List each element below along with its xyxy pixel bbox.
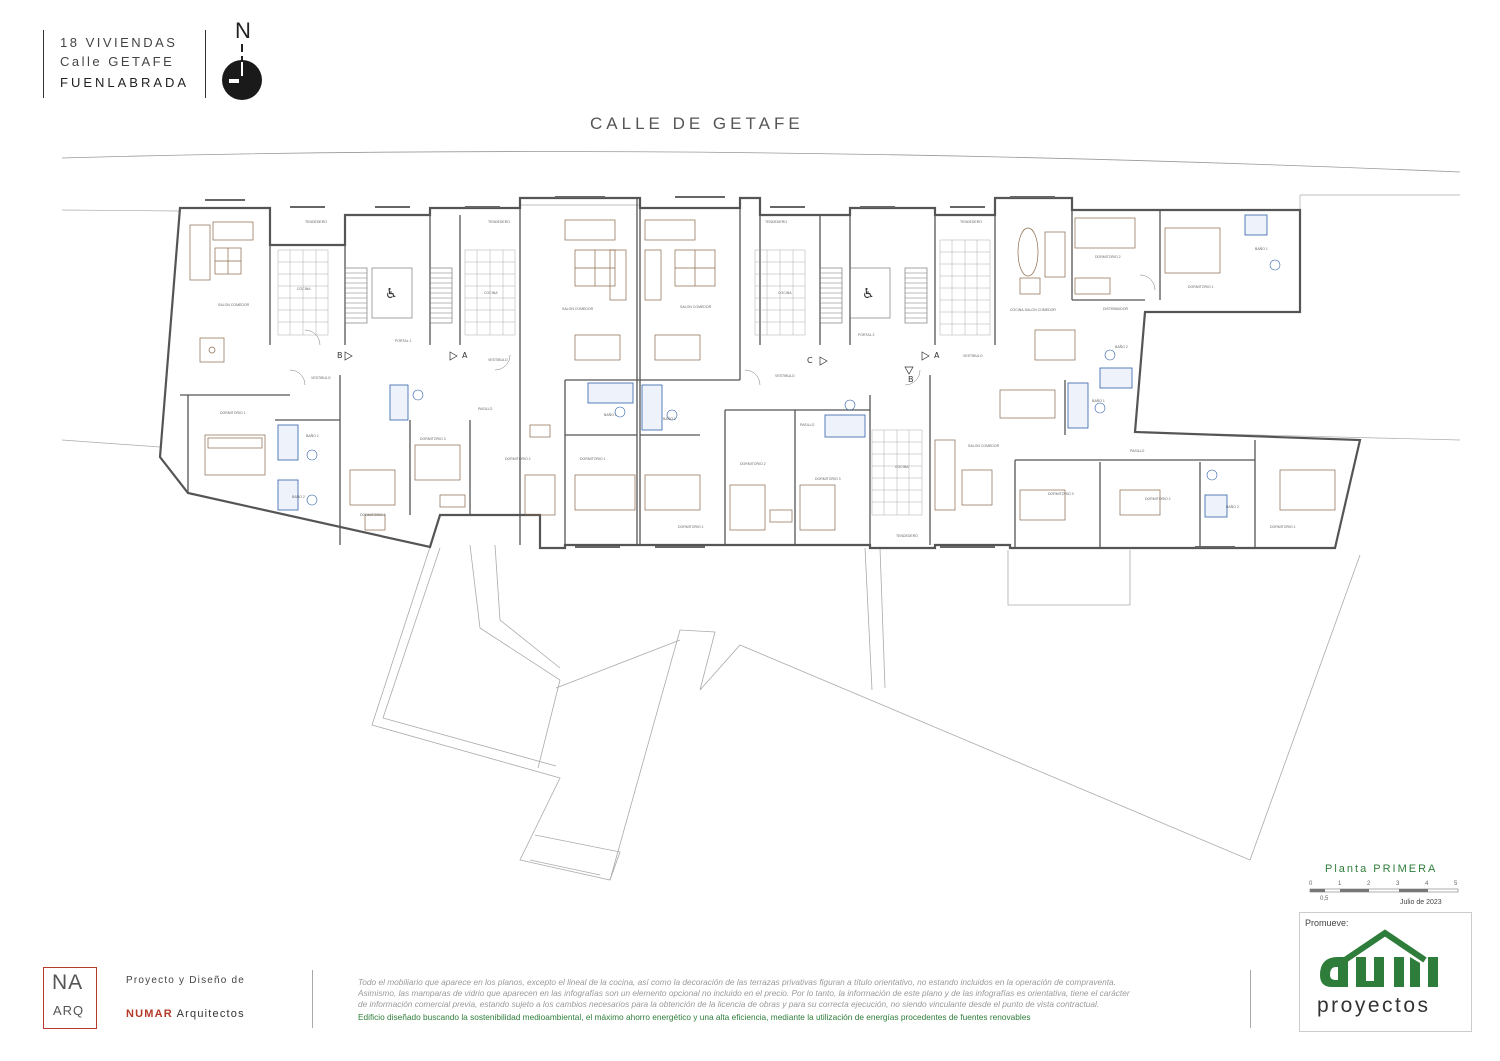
footer-divider-right bbox=[1250, 970, 1251, 1028]
room-labels: SALON COMEDOR COCINA DORMITORIO 1 BAÑO 1… bbox=[218, 220, 1296, 538]
room-label: SALON COMEDOR bbox=[218, 303, 250, 307]
room-label: BAÑO 1 bbox=[1092, 398, 1105, 403]
promoter-label: Promueve: bbox=[1305, 918, 1349, 928]
room-label: DORMITORIO 3 bbox=[420, 437, 446, 441]
promoter-logo-text: proyectos bbox=[1317, 994, 1431, 1017]
svg-text:♿: ♿ bbox=[385, 286, 398, 302]
room-label: DORMITORIO 1 bbox=[1188, 285, 1214, 289]
room-label: DORMITORIO 3 bbox=[1048, 492, 1074, 496]
room-label: COCINA bbox=[895, 465, 909, 469]
svg-text:♿: ♿ bbox=[862, 286, 875, 302]
room-label: DORMITORIO 2 bbox=[740, 462, 766, 466]
room-label: DORMITORIO 2 bbox=[1145, 497, 1171, 501]
architect-name: NUMAR Arquitectos bbox=[126, 1008, 245, 1020]
disclaimer-line-1: Todo el mobiliario que aparece en los pl… bbox=[358, 977, 1116, 987]
scale-tick: 0 bbox=[1309, 881, 1313, 887]
room-label: TENDEDERO bbox=[305, 220, 327, 224]
architect-logo-top: NA bbox=[52, 971, 84, 994]
room-label: DORMITORIO 2 bbox=[360, 513, 386, 517]
room-label: PORTAL 2 bbox=[858, 333, 875, 337]
room-label: DORMITORIO 2 bbox=[505, 457, 531, 461]
room-label: BAÑO 1 bbox=[1255, 246, 1268, 251]
room-label: DORMITORIO 1 bbox=[678, 525, 704, 529]
room-label: DORMITORIO 1 bbox=[1270, 525, 1296, 529]
room-label: BAÑO 1 bbox=[306, 433, 319, 438]
room-label: TENDEDERO bbox=[960, 220, 982, 224]
room-label: COCINA-SALON COMEDOR bbox=[1010, 308, 1056, 312]
unit-letter: C bbox=[807, 356, 813, 365]
room-label: BAÑO 2 bbox=[1226, 504, 1239, 509]
promoter-logo-icon bbox=[1320, 929, 1438, 987]
architect-logo-box bbox=[43, 967, 97, 1029]
disclaimer-line-3: de información comercial previa, estando… bbox=[358, 999, 1100, 1009]
header-city: FUENLABRADA bbox=[60, 75, 190, 90]
room-label: SALON COMEDOR bbox=[680, 305, 712, 309]
room-label: DORMITORIO 2 bbox=[1095, 255, 1121, 259]
unit-letter: B bbox=[337, 351, 343, 360]
room-label: BAÑO 1 bbox=[604, 412, 617, 417]
room-label: SALON COMEDOR bbox=[562, 307, 594, 311]
scale-bar bbox=[1309, 888, 1459, 893]
room-label: TENDEDERO bbox=[765, 220, 787, 224]
scale-tick: 1 bbox=[1338, 881, 1342, 887]
footer-divider-left bbox=[312, 970, 313, 1028]
architect-name-rest: Arquitectos bbox=[172, 1008, 245, 1020]
plan-date: Julio de 2023 bbox=[1400, 899, 1442, 906]
street-name: CALLE DE GETAFE bbox=[590, 114, 804, 133]
unit-letter: B bbox=[908, 375, 914, 384]
room-label: TENDEDERO bbox=[488, 220, 510, 224]
header-left-rule bbox=[43, 30, 44, 98]
room-label: SALON COMEDOR bbox=[968, 444, 1000, 448]
architect-name-bold: NUMAR bbox=[126, 1008, 173, 1020]
unit-letter: A bbox=[934, 351, 940, 360]
scale-tick: 5 bbox=[1454, 881, 1458, 887]
scale-tick: 4 bbox=[1425, 881, 1429, 887]
room-label: BAÑO 2 bbox=[1115, 344, 1128, 349]
disclaimer-line-2: Asimismo, las mamparas de vidrio que apa… bbox=[358, 988, 1130, 998]
header-units: 18 VIVIENDAS bbox=[60, 35, 178, 50]
room-label: COCINA bbox=[297, 287, 311, 291]
room-label: PASILLO bbox=[800, 423, 815, 427]
header-street: Calle GETAFE bbox=[60, 54, 175, 69]
room-label: VESTIBULO bbox=[963, 354, 983, 358]
room-label: DORMITORIO 1 bbox=[220, 411, 246, 415]
architect-logo-bottom: ARQ bbox=[53, 1003, 85, 1018]
room-label: VESTIBULO bbox=[311, 376, 331, 380]
scale-tick: 2 bbox=[1367, 881, 1371, 887]
scale-sub-tick: 0,5 bbox=[1320, 896, 1329, 902]
room-label: COCINA bbox=[484, 291, 498, 295]
room-label: BAÑO 1 bbox=[663, 416, 676, 421]
north-letter: N bbox=[235, 18, 251, 43]
room-label: DISTRIBUIDOR bbox=[1103, 307, 1129, 311]
north-arrow-icon: N bbox=[220, 18, 264, 102]
scale-tick: 3 bbox=[1396, 881, 1400, 887]
architect-credit: Proyecto y Diseño de bbox=[126, 975, 246, 986]
header-right-rule bbox=[205, 30, 206, 98]
room-label: COCINA bbox=[778, 291, 792, 295]
unit-letter: A bbox=[462, 351, 468, 360]
room-label: PASILLO bbox=[1130, 449, 1145, 453]
room-label: DORMITORIO 3 bbox=[815, 477, 841, 481]
room-label: VESTIBULO bbox=[775, 374, 795, 378]
room-label: TENDEDERO bbox=[896, 534, 918, 538]
promoter-box bbox=[1299, 912, 1472, 1032]
room-label: PASILLO bbox=[478, 407, 493, 411]
room-label: PORTAL 1 bbox=[395, 339, 412, 343]
room-label: VESTIBULO bbox=[488, 358, 508, 362]
disclaimer-sustainability: Edificio diseñado buscando la sostenibil… bbox=[358, 1012, 1031, 1022]
room-label: DORMITORIO 1 bbox=[580, 457, 606, 461]
plan-title: Planta PRIMERA bbox=[1325, 863, 1438, 875]
room-label: BAÑO 2 bbox=[292, 494, 305, 499]
